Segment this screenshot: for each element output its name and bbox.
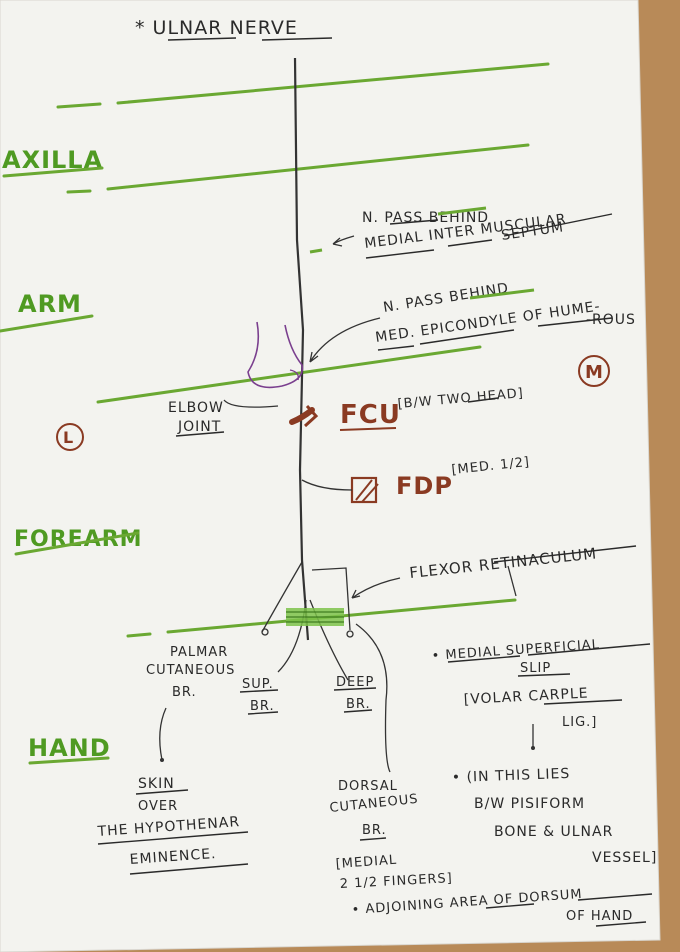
label-fdp: FDP [396, 472, 453, 500]
note-medial-sup-2: SLIP [520, 661, 551, 676]
label-palmar-3: BR. [172, 685, 197, 700]
note-fingers-1: [MEDIAL [335, 853, 397, 872]
region-arm: ARM [18, 290, 82, 318]
label-dorsal-1: DORSAL [338, 779, 398, 794]
note-fingers-2: 2 1/2 FINGERS] [339, 871, 453, 892]
paper-sheet [0, 0, 660, 952]
label-sup-1: SUP. [242, 677, 274, 692]
label-dorsal-3: BR. [362, 823, 387, 838]
note-lies-3: BONE & ULNAR [494, 824, 613, 840]
label-fcu: FCU [340, 400, 401, 430]
ulnar-nerve-drawing [247, 57, 379, 681]
note-lies-2: B/W PISIFORM [474, 796, 585, 812]
note-epicondyle-3: -ROUS [586, 312, 636, 328]
label-palmar-1: PALMAR [170, 645, 228, 660]
note-septum-1: N. PASS BEHIND [362, 210, 489, 226]
lateral-side-marker [56, 423, 84, 451]
label-deep-1: DEEP [336, 675, 374, 690]
note-volar-2: LIG.] [562, 715, 597, 730]
svg-text:M: M [585, 362, 604, 383]
label-palmar-2: CUTANEOUS [146, 663, 235, 678]
note-skin-2: OVER [138, 799, 178, 814]
label-elbow-2: JOINT [177, 419, 221, 435]
note-lies-1: • (IN THIS LIES [452, 766, 571, 786]
label-deep-2: BR. [346, 697, 371, 712]
svg-text:L: L [63, 428, 74, 447]
note-lies-4: VESSEL] [592, 850, 657, 866]
note-volar-1: [VOLAR CARPLE [463, 685, 589, 708]
note-dorsum-2: OF HAND [566, 909, 633, 924]
medial-side-marker [578, 355, 610, 387]
label-sup-2: BR. [250, 699, 275, 714]
label-elbow-1: ELBOW [168, 400, 224, 416]
region-forearm: FOREARM [14, 527, 143, 552]
note-skin-4: EMINENCE. [129, 846, 217, 868]
epicondyle-sketch [247, 321, 304, 389]
page-title: * ULNAR NERVE [135, 17, 298, 39]
note-skin-1: SKIN [138, 776, 175, 792]
